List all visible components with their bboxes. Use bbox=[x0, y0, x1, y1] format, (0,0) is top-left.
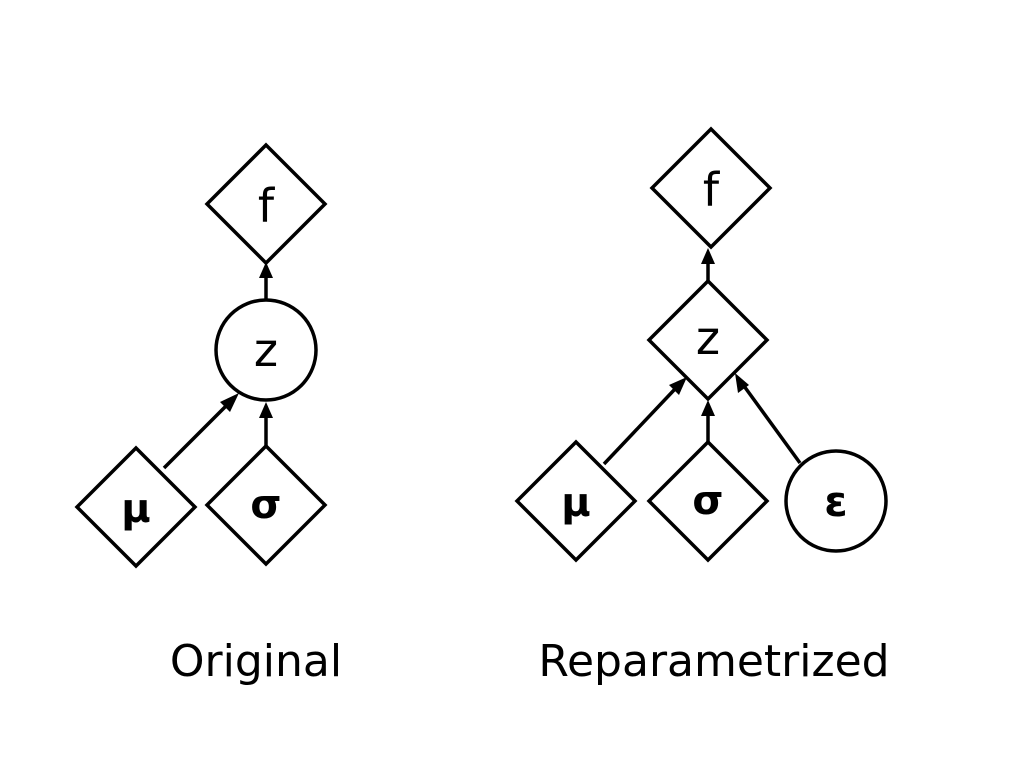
node-f-reparam-label: f bbox=[703, 163, 721, 217]
node-z: z bbox=[214, 298, 318, 402]
caption-reparametrized: Reparametrized bbox=[538, 636, 890, 687]
edge-mu-to-z-reparam bbox=[602, 377, 687, 466]
node-z-reparam: z bbox=[646, 278, 770, 402]
edge-sigma-to-z-reparam bbox=[701, 400, 715, 443]
edge-z-to-f-reparam bbox=[701, 248, 715, 281]
node-z-reparam-label: z bbox=[696, 311, 720, 365]
node-epsilon-label: ε bbox=[824, 477, 847, 526]
node-mu-label: μ bbox=[121, 486, 150, 532]
edge-z-to-f bbox=[259, 262, 273, 300]
node-mu-reparam-label: μ bbox=[561, 480, 590, 526]
node-f-label: f bbox=[258, 179, 276, 233]
caption-original: Original bbox=[169, 636, 343, 687]
reparametrized-diagram: f z μ σ ε bbox=[514, 126, 888, 563]
node-mu-reparam: μ bbox=[514, 439, 638, 563]
node-z-label: z bbox=[254, 323, 278, 377]
node-f: f bbox=[204, 142, 328, 266]
edge-epsilon-to-z bbox=[735, 373, 802, 465]
edge-mu-to-z bbox=[162, 393, 239, 470]
node-mu: μ bbox=[74, 445, 198, 569]
node-sigma-label: σ bbox=[250, 482, 281, 528]
node-sigma: σ bbox=[204, 443, 328, 567]
edge-sigma-to-z bbox=[259, 402, 273, 446]
node-epsilon: ε bbox=[784, 449, 888, 553]
original-diagram: f z μ σ bbox=[74, 142, 328, 569]
node-f-reparam: f bbox=[649, 126, 773, 250]
node-sigma-reparam: σ bbox=[646, 439, 770, 563]
node-sigma-reparam-label: σ bbox=[692, 478, 723, 524]
